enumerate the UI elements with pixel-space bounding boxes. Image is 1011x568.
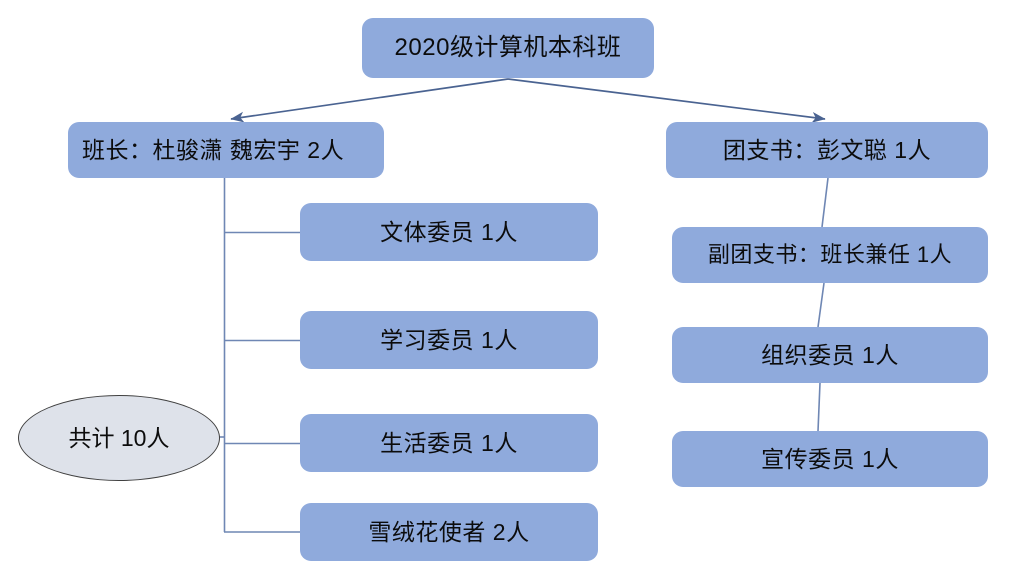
connector-root-to-monitor <box>230 78 509 123</box>
connector-deputy-to-organization <box>817 282 825 328</box>
node-deputy-league-secretary[interactable]: 副团支书：班长兼任 1人 <box>672 227 988 283</box>
node-life-committee[interactable]: 生活委员 1人 <box>300 414 598 472</box>
node-publicity-label: 宣传委员 1人 <box>761 445 899 472</box>
node-life-label: 生活委员 1人 <box>380 429 518 456</box>
connector-root-to-league-secretary <box>507 78 826 123</box>
node-monitor[interactable]: 班长：杜骏潇 魏宏宇 2人 <box>68 122 384 178</box>
node-organization-label: 组织委员 1人 <box>761 341 899 368</box>
node-arts-sports-committee[interactable]: 文体委员 1人 <box>300 203 598 261</box>
node-root-class[interactable]: 2020级计算机本科班 <box>362 18 654 78</box>
node-league-secretary-label: 团支书：彭文聪 1人 <box>722 136 932 163</box>
node-publicity-committee[interactable]: 宣传委员 1人 <box>672 431 988 487</box>
node-deputy-league-label: 副团支书：班长兼任 1人 <box>707 242 953 267</box>
node-study-committee[interactable]: 学习委员 1人 <box>300 311 598 369</box>
node-snowflower-label: 雪绒花使者 2人 <box>368 518 530 545</box>
node-monitor-label: 班长：杜骏潇 魏宏宇 2人 <box>82 136 345 163</box>
node-study-label: 学习委员 1人 <box>380 326 518 353</box>
node-league-secretary[interactable]: 团支书：彭文聪 1人 <box>666 122 988 178</box>
node-arts-sports-label: 文体委员 1人 <box>380 218 518 245</box>
node-snowflower-envoy[interactable]: 雪绒花使者 2人 <box>300 503 598 561</box>
node-total-count[interactable]: 共计 10人 <box>18 395 220 481</box>
node-total-label: 共计 10人 <box>68 424 170 451</box>
connector-league-to-deputy <box>821 177 829 228</box>
node-root-label: 2020级计算机本科班 <box>394 34 622 61</box>
node-organization-committee[interactable]: 组织委员 1人 <box>672 327 988 383</box>
connector-organization-to-publicity <box>817 382 821 432</box>
